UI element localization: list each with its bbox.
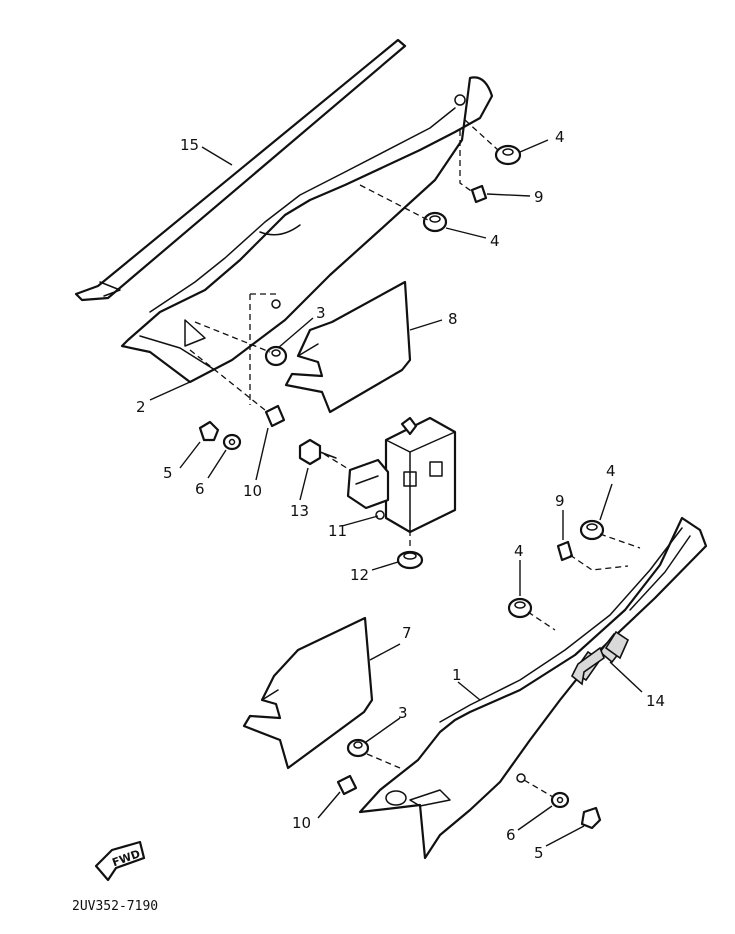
part-10-clip-upper [264,404,286,428]
part-6-washer-upper [222,433,242,451]
part-labels: 15 4 9 4 3 8 2 5 6 10 13 11 12 9 4 4 7 1… [136,128,665,862]
part-9-clip-lower [556,540,574,562]
label-11: 11 [328,522,347,540]
part-14-decal [570,630,630,686]
label-4-b: 4 [490,232,500,250]
part-7-lower-panel [242,616,374,770]
label-1: 1 [452,666,462,684]
part-4-grommet-c [579,519,605,541]
part-13-bolt [298,438,337,466]
label-10-upper: 10 [243,482,262,500]
part-8-upper-panel [284,280,412,414]
label-6-upper: 6 [195,480,205,498]
label-8: 8 [448,310,458,328]
label-15: 15 [180,136,199,154]
drawing-code: 2UV352-7190 [72,899,158,914]
label-3-lower: 3 [398,704,408,722]
label-2: 2 [136,398,146,416]
part-3-damper-upper [264,345,288,367]
part-1-lower-side-cover [358,516,708,860]
leader-lines [149,139,643,847]
part-5-screw-lower [580,806,602,830]
label-4-d: 4 [514,542,524,560]
label-7: 7 [402,624,412,642]
label-14: 14 [646,692,665,710]
part-15-strip [74,38,407,302]
label-6-lower: 6 [506,826,516,844]
label-13: 13 [290,502,309,520]
label-4-a: 4 [555,128,565,146]
part-2-upper-side-cover [120,76,494,384]
label-12: 12 [350,566,369,584]
label-4-c: 4 [606,462,616,480]
part-11-bracket [346,416,457,534]
assembly-lines [189,119,641,798]
part-12-grommet [396,550,424,570]
part-4-grommet-a [494,144,522,166]
part-10-clip-lower [336,774,358,796]
part-4-grommet-d [507,597,533,619]
part-9-clip-upper [470,184,488,204]
label-3-upper: 3 [316,304,326,322]
label-9-upper: 9 [534,188,544,206]
label-10-lower: 10 [292,814,311,832]
label-9-lower: 9 [555,492,565,510]
label-5-upper: 5 [163,464,173,482]
fwd-arrow-icon: FWD [94,840,146,882]
part-4-grommet-b [422,211,448,233]
part-3-damper-lower [346,738,370,758]
label-5-lower: 5 [534,844,544,862]
part-5-screw-upper [198,420,220,442]
part-6-washer-lower [550,791,570,809]
